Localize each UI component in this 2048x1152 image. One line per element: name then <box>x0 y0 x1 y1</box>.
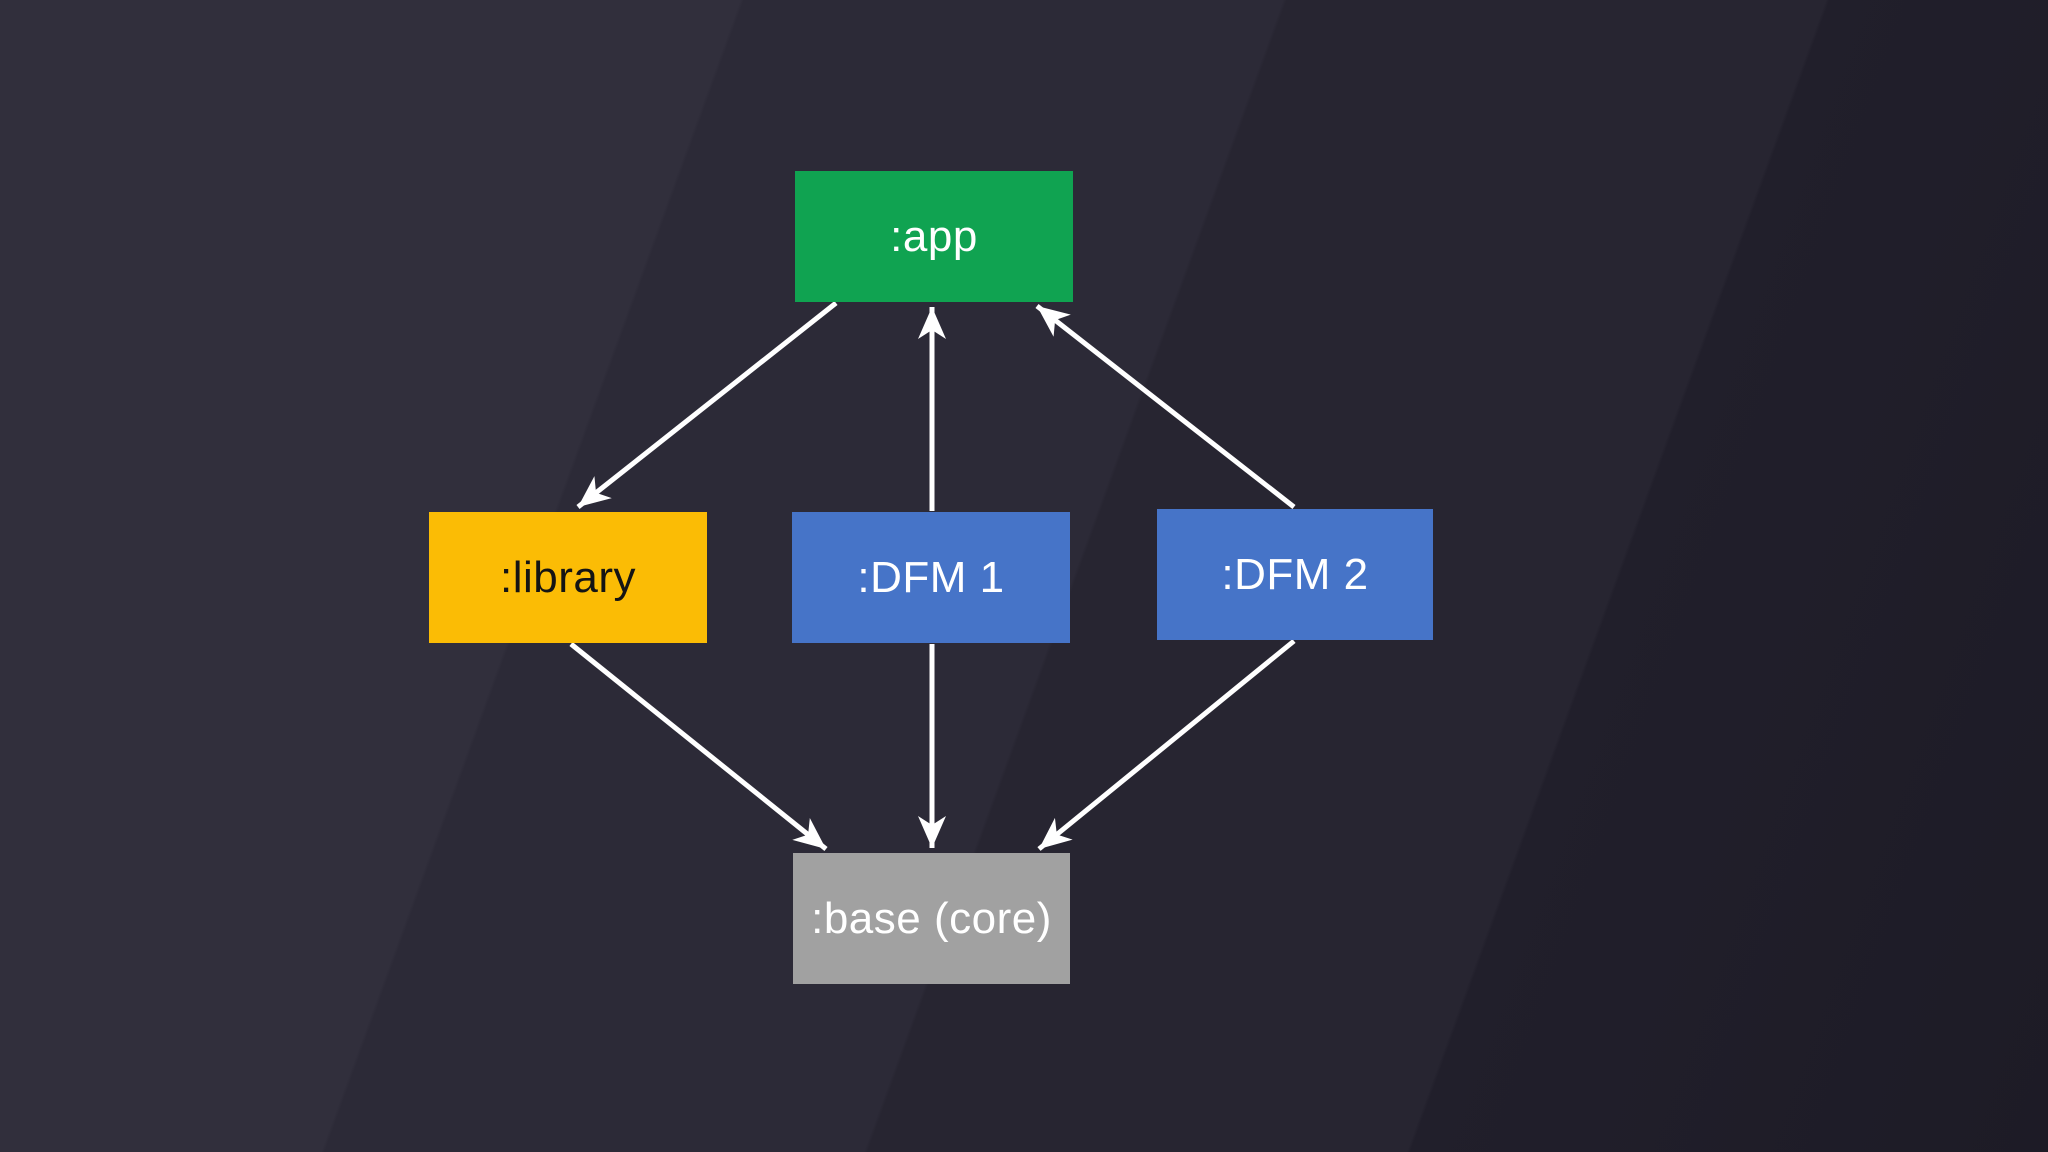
node-library-label: :library <box>499 552 637 602</box>
edge-dfm2-to-base <box>1037 639 1296 851</box>
node-base: :base (core) <box>793 853 1070 984</box>
node-app-label: :app <box>890 211 978 261</box>
node-app: :app <box>795 171 1073 302</box>
node-dfm1-label: :DFM 1 <box>857 552 1005 602</box>
node-dfm2-label: :DFM 2 <box>1221 549 1369 599</box>
node-base-label: :base (core) <box>811 893 1052 943</box>
node-dfm1: :DFM 1 <box>792 512 1070 643</box>
node-dfm2: :DFM 2 <box>1157 509 1433 640</box>
edge-dfm2-to-app <box>1035 304 1296 509</box>
node-library: :library <box>429 512 707 643</box>
edge-library-to-base <box>569 642 828 851</box>
edge-app-to-library <box>576 301 838 509</box>
